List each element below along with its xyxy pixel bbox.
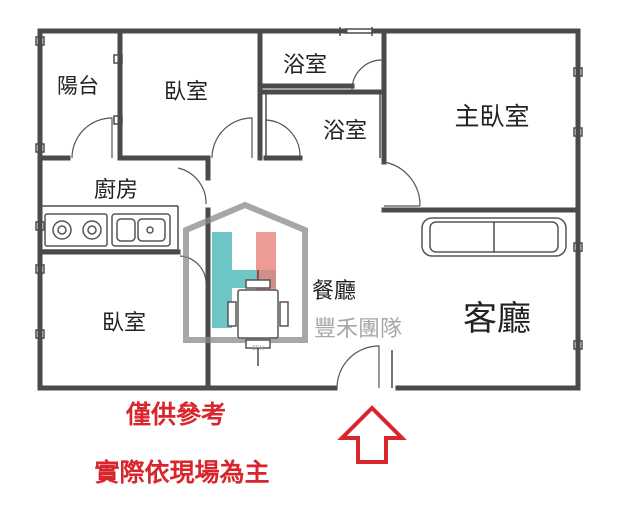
watermark-brand: 豐禾團隊 — [314, 317, 402, 342]
logo-icon — [183, 201, 308, 343]
room-label-bedroom-bottom: 臥室 — [102, 311, 146, 336]
room-label-bath-2: 浴室 — [323, 119, 367, 144]
watermark-small: EFH — [252, 345, 264, 352]
room-label-bath-1: 浴室 — [283, 53, 327, 78]
sofa-icon — [421, 217, 567, 257]
note-actual-site-prevails: 實際依現場為主 — [94, 458, 269, 487]
sink-icon — [111, 213, 171, 247]
room-label-master-bedroom: 主臥室 — [454, 102, 529, 131]
room-label-living: 客廳 — [463, 299, 531, 339]
entrance-arrow-icon — [337, 405, 407, 464]
room-label-bedroom-top: 臥室 — [164, 80, 208, 105]
room-label-dining: 餐廳 — [312, 279, 356, 304]
dining-table-icon — [227, 270, 289, 366]
interior-walls — [37, 28, 581, 391]
room-label-balcony: 陽台 — [57, 74, 99, 98]
room-label-kitchen: 廚房 — [94, 178, 138, 203]
note-for-reference-only: 僅供參考 — [125, 400, 226, 429]
stove-icon — [44, 213, 108, 247]
